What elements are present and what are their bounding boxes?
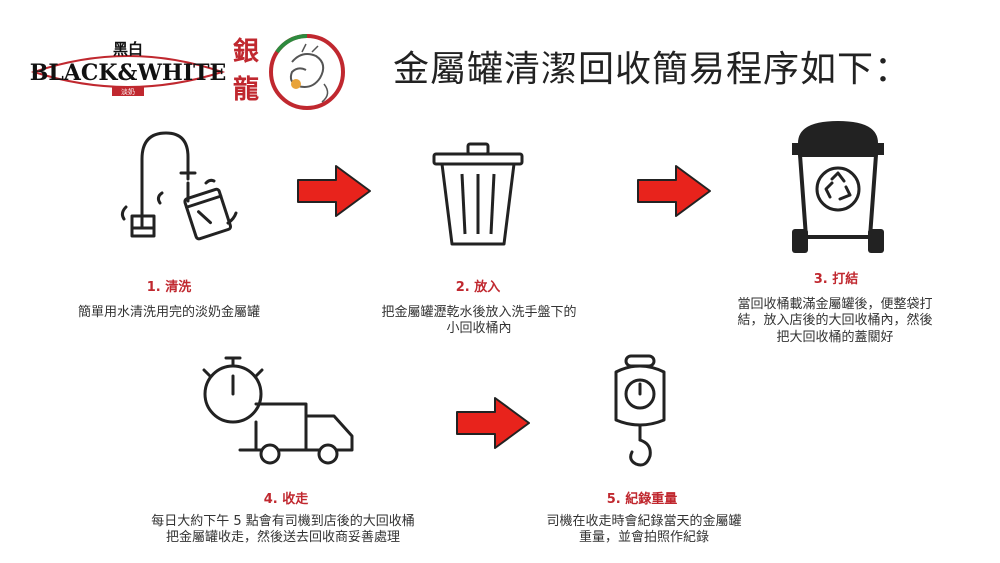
step-5-description: 司機在收走時會紀錄當天的金屬罐 重量，並會拍照作紀錄: [546, 514, 742, 546]
weighing-scale-icon: [614, 354, 666, 467]
silver-dragon-char-1: 銀: [233, 37, 259, 67]
black-and-white-logo-sub: 淡奶: [121, 87, 135, 96]
step-1-description: 簡單用水清洗用完的淡奶金屬罐: [77, 305, 260, 320]
step-4-description: 每日大約下午 5 點會有司機到店後的大回收桶 把金屬罐收走，然後送去回收商妥善處…: [151, 514, 415, 546]
black-and-white-logo-main: BLACK&WHITE: [30, 60, 227, 86]
step-1-title: 1. 清洗: [146, 280, 192, 295]
silver-dragon-char-2: 龍: [233, 74, 259, 105]
step-3-description: 當回收桶載滿金屬罐後，便整袋打 結，放入店後的大回收桶內，然後 把大回收桶的蓋關…: [737, 297, 933, 345]
step-3-title: 3. 打結: [813, 272, 859, 287]
arrow-right-icon: [637, 165, 711, 217]
faucet-can-icon: [120, 131, 238, 241]
arrow-right-icon: [456, 397, 530, 449]
recycle-bin-icon: [792, 121, 884, 253]
step-5-title: 5. 紀錄重量: [606, 492, 678, 507]
silver-dragon-logo: 銀 龍: [233, 33, 345, 110]
step-2-title: 2. 放入: [455, 280, 501, 295]
black-and-white-logo: 黑白 BLACK&WHITE 淡奶: [30, 40, 227, 96]
black-and-white-logo-top: 黑白: [113, 40, 143, 58]
timer-truck-icon: [202, 356, 354, 465]
step-2-description: 把金屬罐瀝乾水後放入洗手盤下的 小回收桶內: [381, 305, 577, 337]
arrow-right-icon: [297, 165, 371, 217]
page-title: 金屬罐清潔回收簡易程序如下：: [393, 49, 912, 90]
trash-bin-icon: [432, 142, 524, 246]
step-4-title: 4. 收走: [263, 492, 309, 507]
